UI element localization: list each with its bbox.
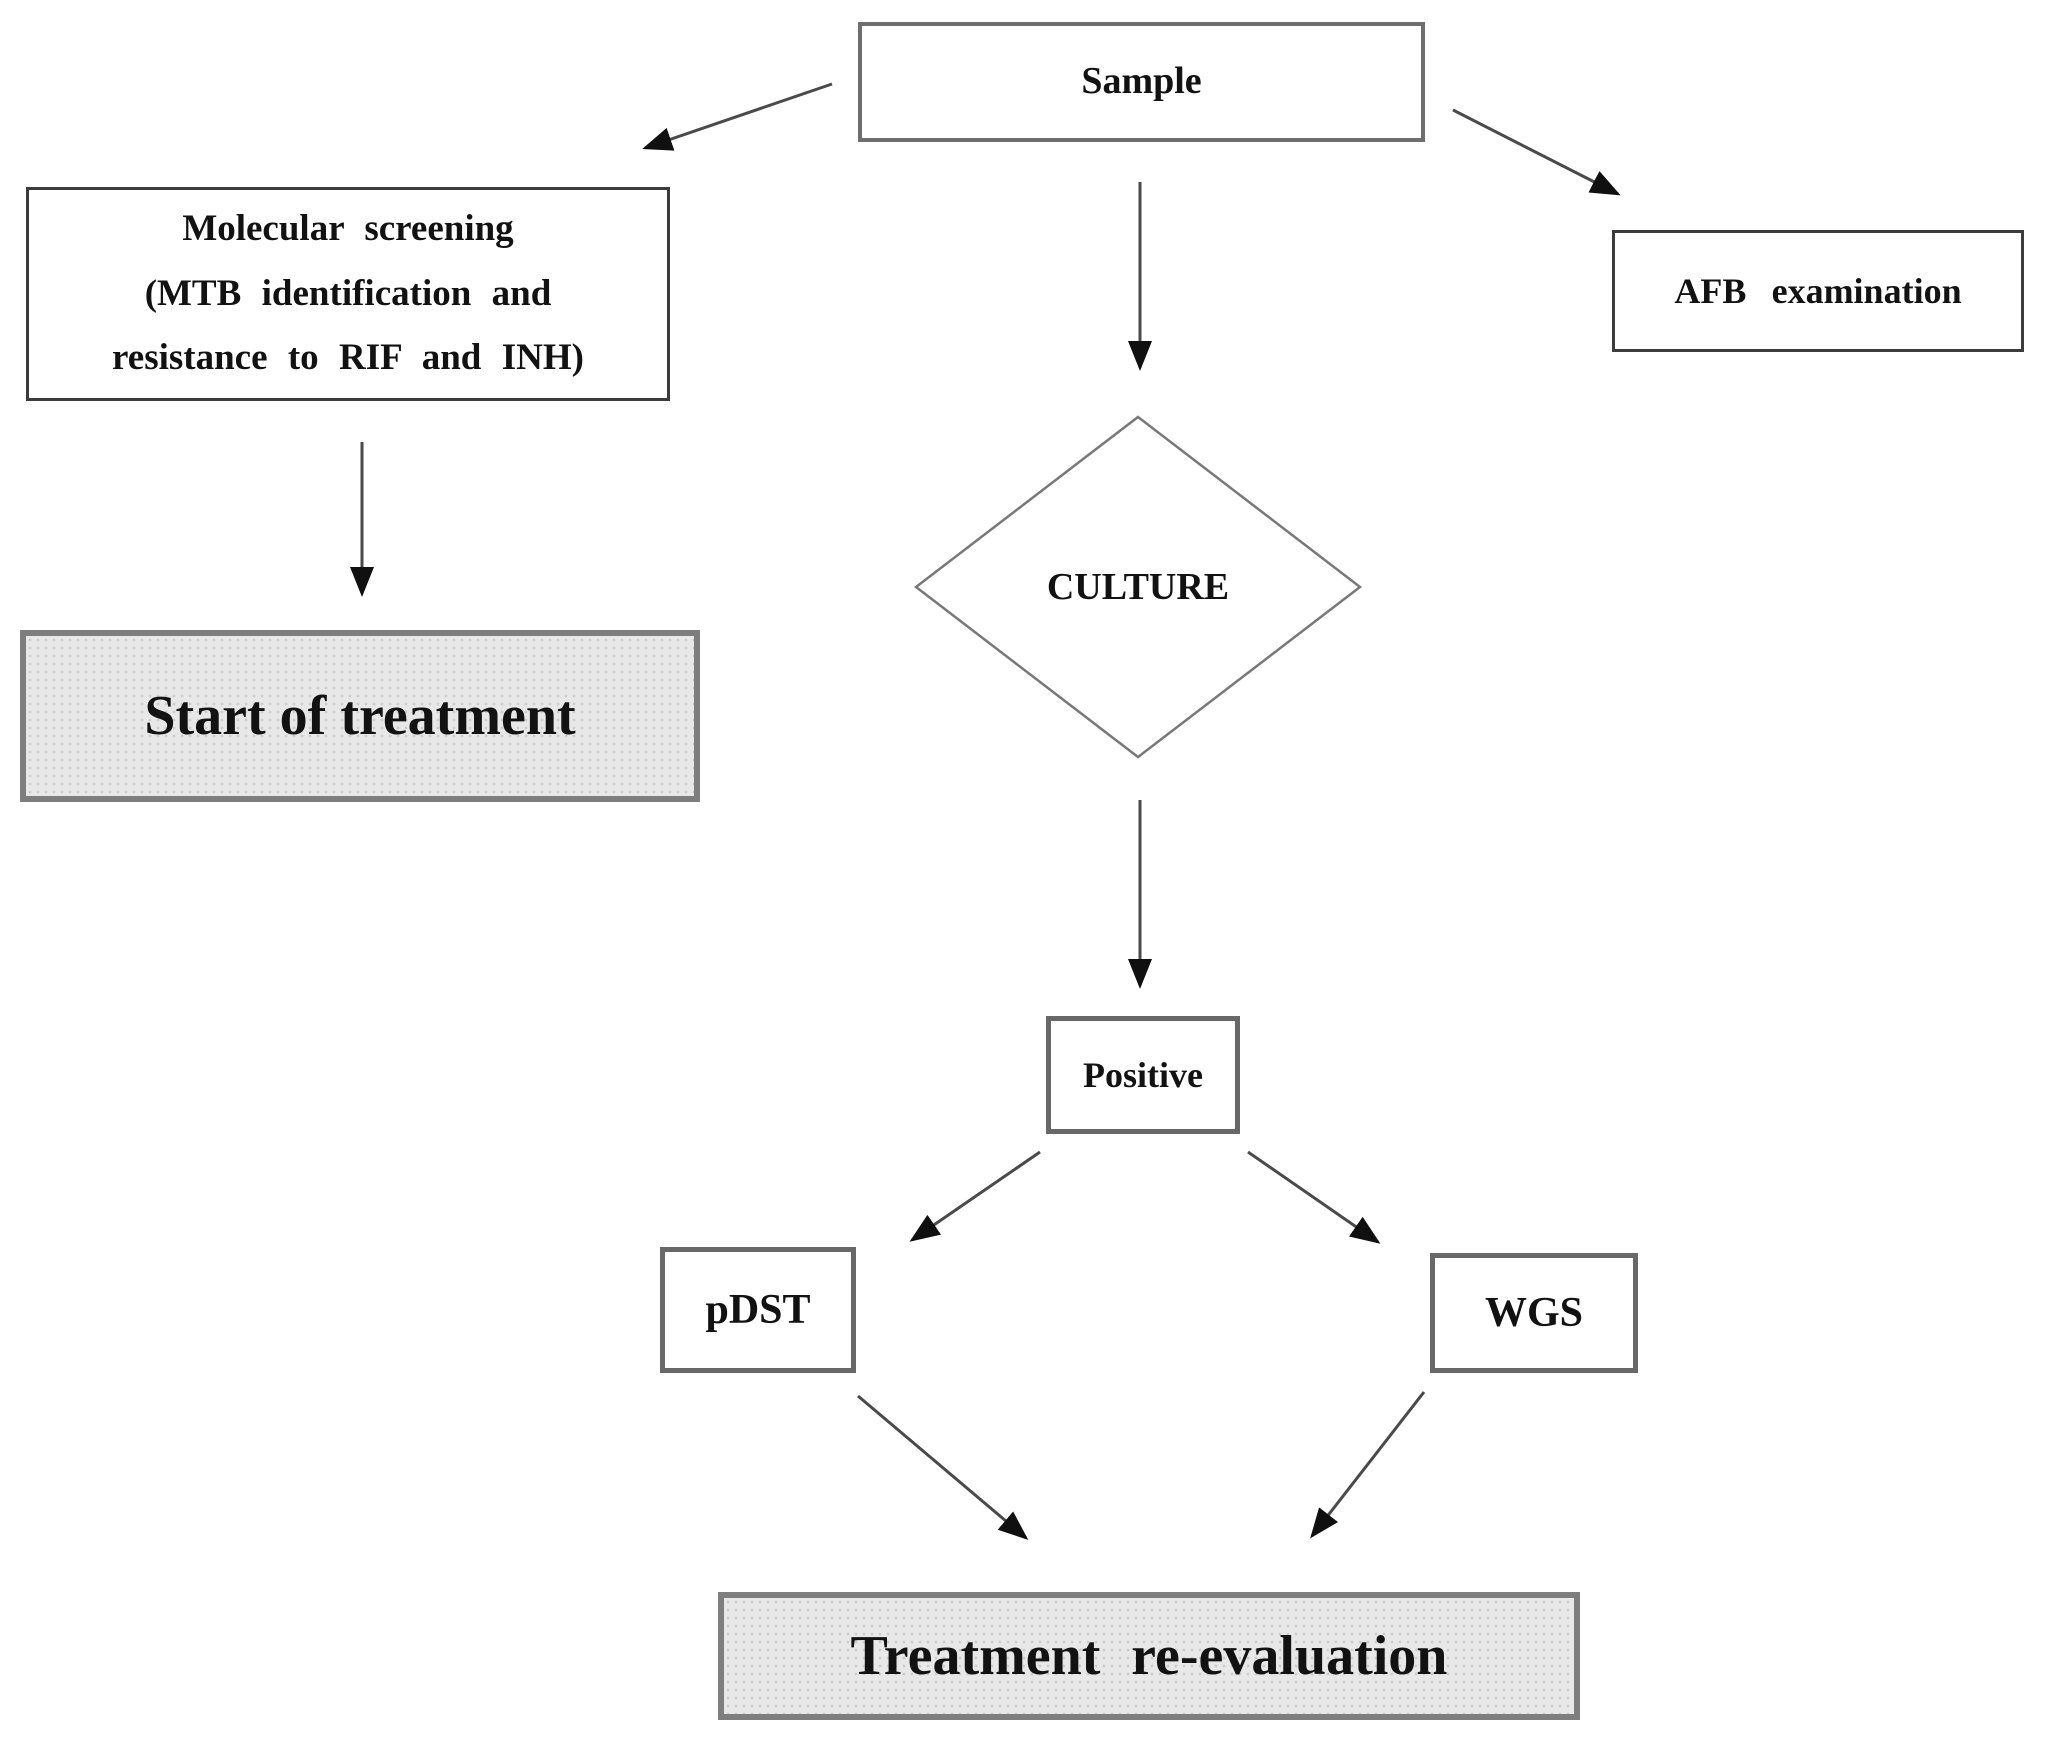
node-sample: Sample [858, 22, 1425, 142]
node-wgs-label: WGS [1484, 1289, 1584, 1336]
node-molecular-screening-line2: (MTB identification and [144, 272, 552, 314]
arrow-sample-to-molecular-screening [642, 82, 833, 151]
node-molecular-screening-line1: Molecular screening [182, 208, 514, 250]
node-start-of-treatment-label: Start of treatment [144, 684, 576, 747]
node-treatment-reevaluation-label: Treatment re-evaluation [850, 1624, 1448, 1687]
node-pdst: pDST [660, 1247, 856, 1373]
arrow-wgs-to-treatment-reevaluation [1310, 1391, 1426, 1539]
node-treatment-reevaluation: Treatment re-evaluation [718, 1592, 1580, 1720]
arrow-positive-to-pdst [909, 1150, 1041, 1242]
node-wgs: WGS [1430, 1253, 1638, 1373]
node-culture: CULTURE [958, 556, 1318, 620]
node-culture-label: CULTURE [1046, 566, 1230, 609]
node-start-of-treatment: Start of treatment [20, 630, 700, 802]
culture-diamond-shape [913, 415, 1363, 759]
arrow-positive-to-wgs [1247, 1150, 1381, 1244]
node-afb-examination: AFB examination [1612, 230, 2024, 352]
arrow-sample-to-afb-examination [1452, 108, 1621, 196]
node-positive-label: Positive [1083, 1054, 1203, 1095]
node-molecular-screening: Molecular screening (MTB identification … [26, 187, 670, 401]
arrow-pdst-to-treatment-reevaluation [857, 1394, 1029, 1540]
node-sample-label: Sample [1081, 60, 1202, 103]
node-molecular-screening-line3: resistance to RIF and INH) [112, 337, 584, 379]
node-pdst-label: pDST [705, 1286, 811, 1333]
node-positive: Positive [1046, 1016, 1240, 1134]
node-afb-examination-label: AFB examination [1674, 270, 1962, 311]
